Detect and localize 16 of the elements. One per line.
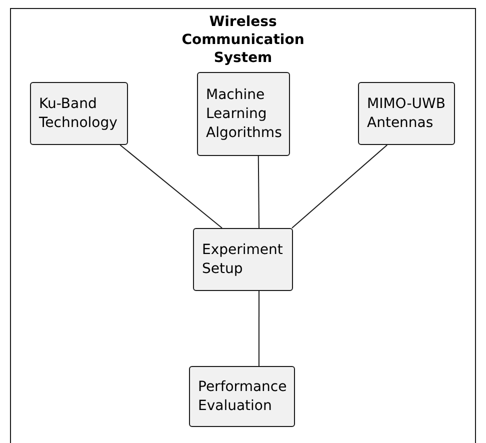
connector-line — [292, 144, 388, 228]
connector-line — [120, 144, 222, 228]
package-frame — [10, 8, 476, 443]
box-label: Ku-Band Technology — [39, 94, 118, 132]
box-label: Performance Evaluation — [198, 378, 287, 416]
box-label: MIMO-UWB Antennas — [367, 94, 446, 132]
component-box — [189, 366, 295, 427]
component-box — [30, 82, 128, 145]
frame-title: Wireless Communication System — [180, 13, 306, 67]
connector-line — [258, 156, 260, 228]
component-box — [358, 82, 455, 145]
box-label: Experiment Setup — [202, 240, 284, 278]
box-label: Machine Learning Algorithms — [206, 86, 282, 142]
component-box — [197, 72, 290, 156]
component-box — [193, 228, 293, 291]
connector-line — [258, 290, 260, 366]
